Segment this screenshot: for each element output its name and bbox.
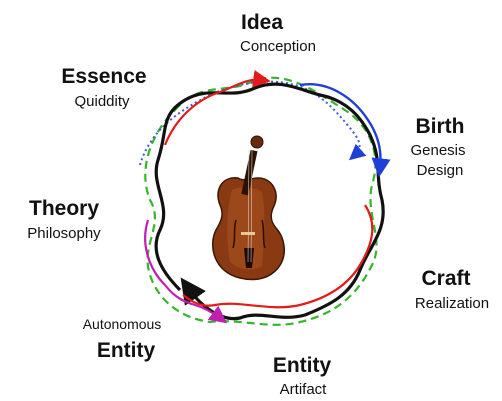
label-entity-subtitle: Artifact [279,381,327,398]
blue-path [299,83,391,178]
label-autonomous-line1: Autonomous [82,316,162,332]
label-idea-title: Idea [240,11,284,34]
violin-icon [212,135,285,281]
label-essence-subtitle: Quiddity [74,93,130,110]
blue-dotted-path [139,80,367,166]
magenta-path [144,219,228,324]
black-path [154,82,385,321]
red-path [163,80,374,309]
label-idea-subtitle: Conception [240,38,316,55]
label-birth-line2: Design [416,162,464,179]
label-craft-title: Craft [421,267,471,290]
label-essence-title: Essence [61,65,147,88]
label-theory-title: Theory [28,197,100,220]
label-craft-subtitle: Realization [414,295,490,312]
label-birth-line1: Genesis [410,142,466,159]
label-theory-subtitle: Philosophy [27,225,101,242]
label-birth-title: Birth [415,115,465,138]
label-entity-title: Entity [272,354,332,377]
label-autonomous-title: Entity [96,339,156,362]
